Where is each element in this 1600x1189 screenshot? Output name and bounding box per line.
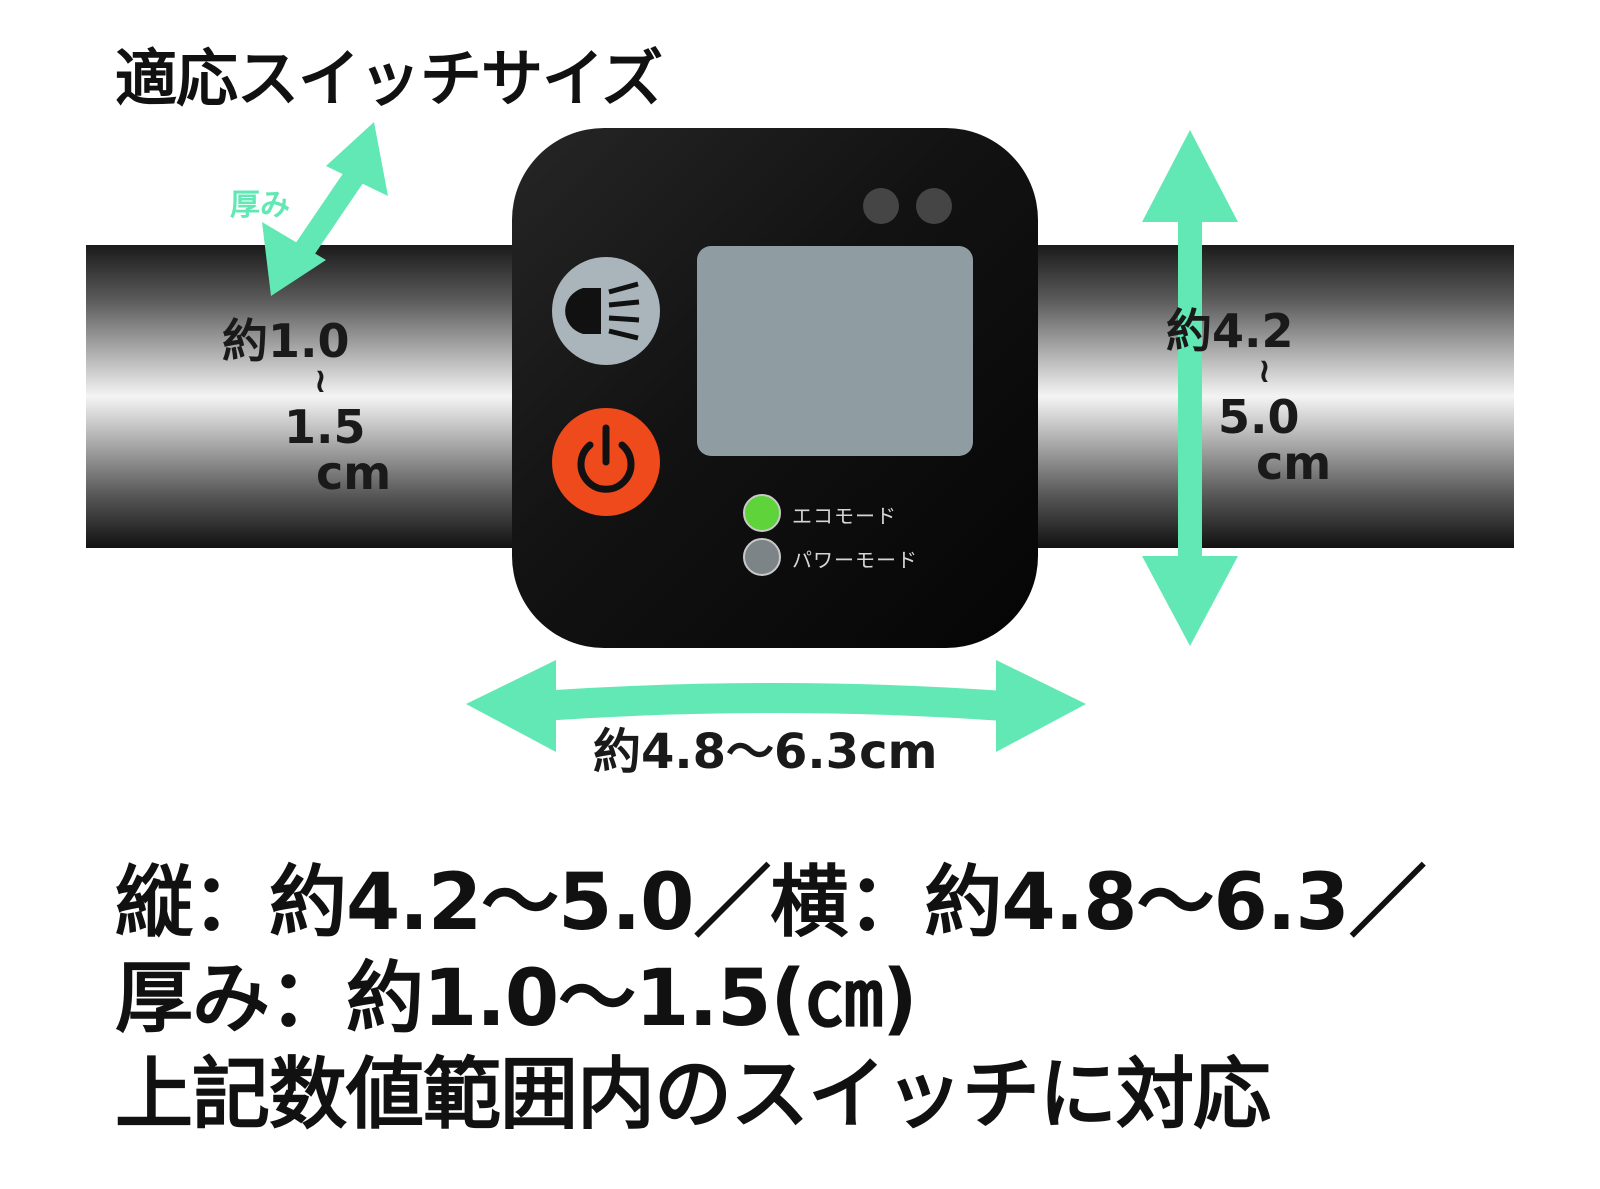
width-arrow <box>466 660 1086 752</box>
width-dimension: 約4.8〜6.3cm <box>593 724 938 780</box>
power-mode-led <box>743 538 781 576</box>
thickness-value-max: 1.5 <box>284 400 366 454</box>
thickness-value-min: 約1.0 <box>222 314 350 368</box>
height-dimension: 約4.2 ≀ 5.0 cm <box>1166 308 1356 486</box>
eco-mode-led <box>743 494 781 532</box>
thickness-unit: cm <box>316 446 392 500</box>
height-unit: cm <box>1256 436 1332 490</box>
height-tilde: ≀ <box>1258 351 1271 391</box>
power-button[interactable] <box>552 408 660 516</box>
height-value-max: 5.0 <box>1218 390 1300 444</box>
sensor-dot-right <box>916 188 952 224</box>
power-mode-label: パワーモード <box>792 548 918 572</box>
thickness-dimension: 約1.0 ≀ 1.5 cm <box>222 318 392 496</box>
caption-line-1: 縦：約4.2〜5.0／横：約4.8〜6.3／ <box>115 858 1427 948</box>
height-arrow <box>1142 130 1238 646</box>
thickness-tilde: ≀ <box>314 361 327 401</box>
thickness-label: 厚み <box>230 188 290 223</box>
switch-device <box>512 128 1038 648</box>
caption-line-2: 厚み：約1.0〜1.5(㎝) <box>115 954 918 1044</box>
eco-mode-label: エコモード <box>792 504 897 528</box>
power-icon <box>577 424 635 493</box>
thickness-arrow <box>262 122 388 296</box>
sensor-dot-left <box>863 188 899 224</box>
size-caption: 縦：約4.2〜5.0／横：約4.8〜6.3／ 厚み：約1.0〜1.5(㎝) 上記… <box>115 855 1427 1143</box>
page-title: 適応スイッチサイズ <box>115 42 663 115</box>
light-button[interactable] <box>552 257 660 365</box>
headlight-icon <box>565 281 640 341</box>
height-value-min: 約4.2 <box>1166 304 1294 358</box>
display-screen <box>697 246 973 456</box>
caption-line-3: 上記数値範囲内のスイッチに対応 <box>115 1050 1271 1140</box>
